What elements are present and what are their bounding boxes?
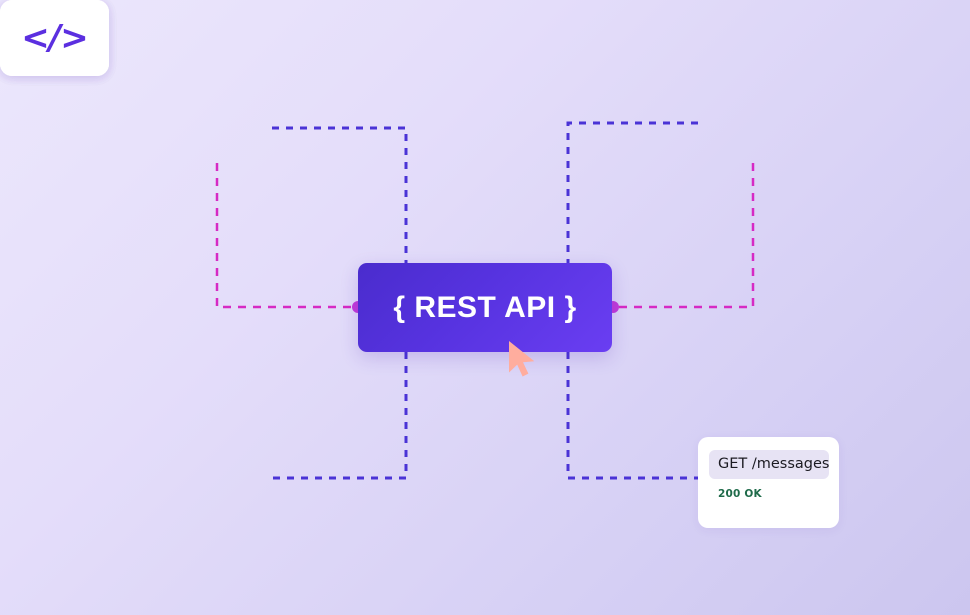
rest-api-node[interactable]: { REST API } — [358, 263, 612, 352]
connector-cloud-to-api-blue — [272, 126, 408, 264]
rest-api-label: { REST API } — [393, 290, 577, 324]
request-preview-card[interactable]: GET /messages 200 OK — [698, 437, 839, 528]
connector-api-to-request-blue — [566, 352, 700, 480]
mouse-cursor-icon — [509, 341, 535, 377]
code-brackets-icon: </> — [21, 18, 88, 58]
connector-api-to-code-blue — [272, 352, 408, 480]
response-status-badge: 200 OK — [718, 488, 762, 500]
connector-cloud-to-api-magenta — [215, 163, 357, 309]
request-method-pill[interactable]: GET /messages — [709, 450, 829, 479]
node-card-code[interactable]: </> — [0, 0, 109, 76]
connector-db-to-api-magenta — [613, 163, 755, 309]
request-method-path: GET /messages — [718, 456, 830, 472]
connector-db-to-api-blue — [566, 121, 698, 264]
